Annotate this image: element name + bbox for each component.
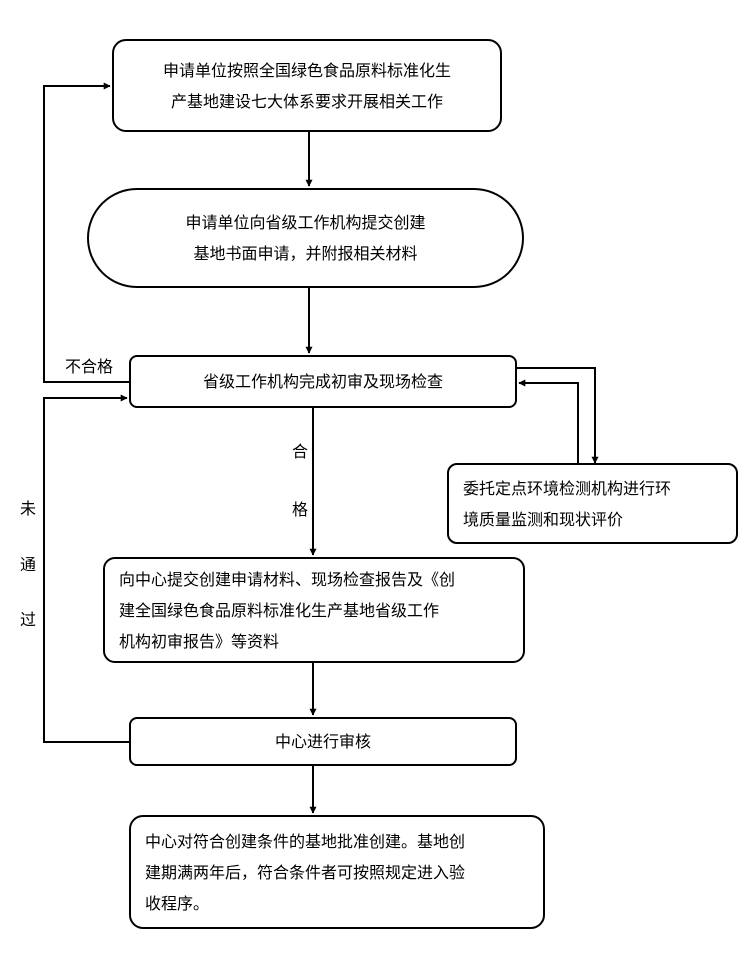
node-step6: 中心对符合创建条件的基地批准创建。基地创 建期满两年后，符合条件者可按照规定进入… [129, 815, 545, 929]
arrow-step3-to-side [517, 367, 599, 464]
node-step3-text: 省级工作机构完成初审及现场检查 [202, 372, 443, 391]
node-step2-text: 申请单位向省级工作机构提交创建 基地书面申请，并附报相关材料 [185, 213, 426, 263]
label-fail: 不合格 [65, 357, 114, 376]
node-step1-text: 申请单位按照全国绿色食品原料标准化生 产基地建设七大体系要求开展相关工作 [162, 60, 451, 111]
label-notpass-char-3: 过 [20, 610, 37, 629]
label-pass-char-2: 格 [292, 500, 309, 519]
node-step4-text: 向中心提交创建申请材料、现场检查报告及《创 建全国绿色食品原料标准化生产基地省级… [119, 569, 456, 651]
node-step3: 省级工作机构完成初审及现场检查 [129, 355, 517, 408]
arrow-notpass-loop [43, 394, 129, 743]
arrow-fail-loop [43, 82, 129, 383]
node-step2: 申请单位向省级工作机构提交创建 基地书面申请，并附报相关材料 [87, 188, 524, 288]
node-step4: 向中心提交创建申请材料、现场检查报告及《创 建全国绿色食品原料标准化生产基地省级… [103, 557, 525, 663]
label-notpass-char-2: 通 [20, 555, 37, 574]
label-pass-char-1: 合 [292, 442, 309, 461]
node-step6-text: 中心对符合创建条件的基地批准创建。基地创 建期满两年后，符合条件者可按照规定进入… [145, 831, 466, 913]
node-step1: 申请单位按照全国绿色食品原料标准化生 产基地建设七大体系要求开展相关工作 [112, 39, 502, 132]
node-side-monitoring: 委托定点环境检测机构进行环 境质量监测和现状评价 [447, 463, 738, 544]
label-notpass-char-1: 未 [20, 499, 37, 518]
node-side-monitoring-text: 委托定点环境检测机构进行环 境质量监测和现状评价 [463, 478, 672, 529]
node-step5: 中心进行审核 [129, 717, 517, 766]
arrow-side-to-step3 [518, 379, 579, 463]
node-step5-text: 中心进行审核 [274, 732, 371, 751]
